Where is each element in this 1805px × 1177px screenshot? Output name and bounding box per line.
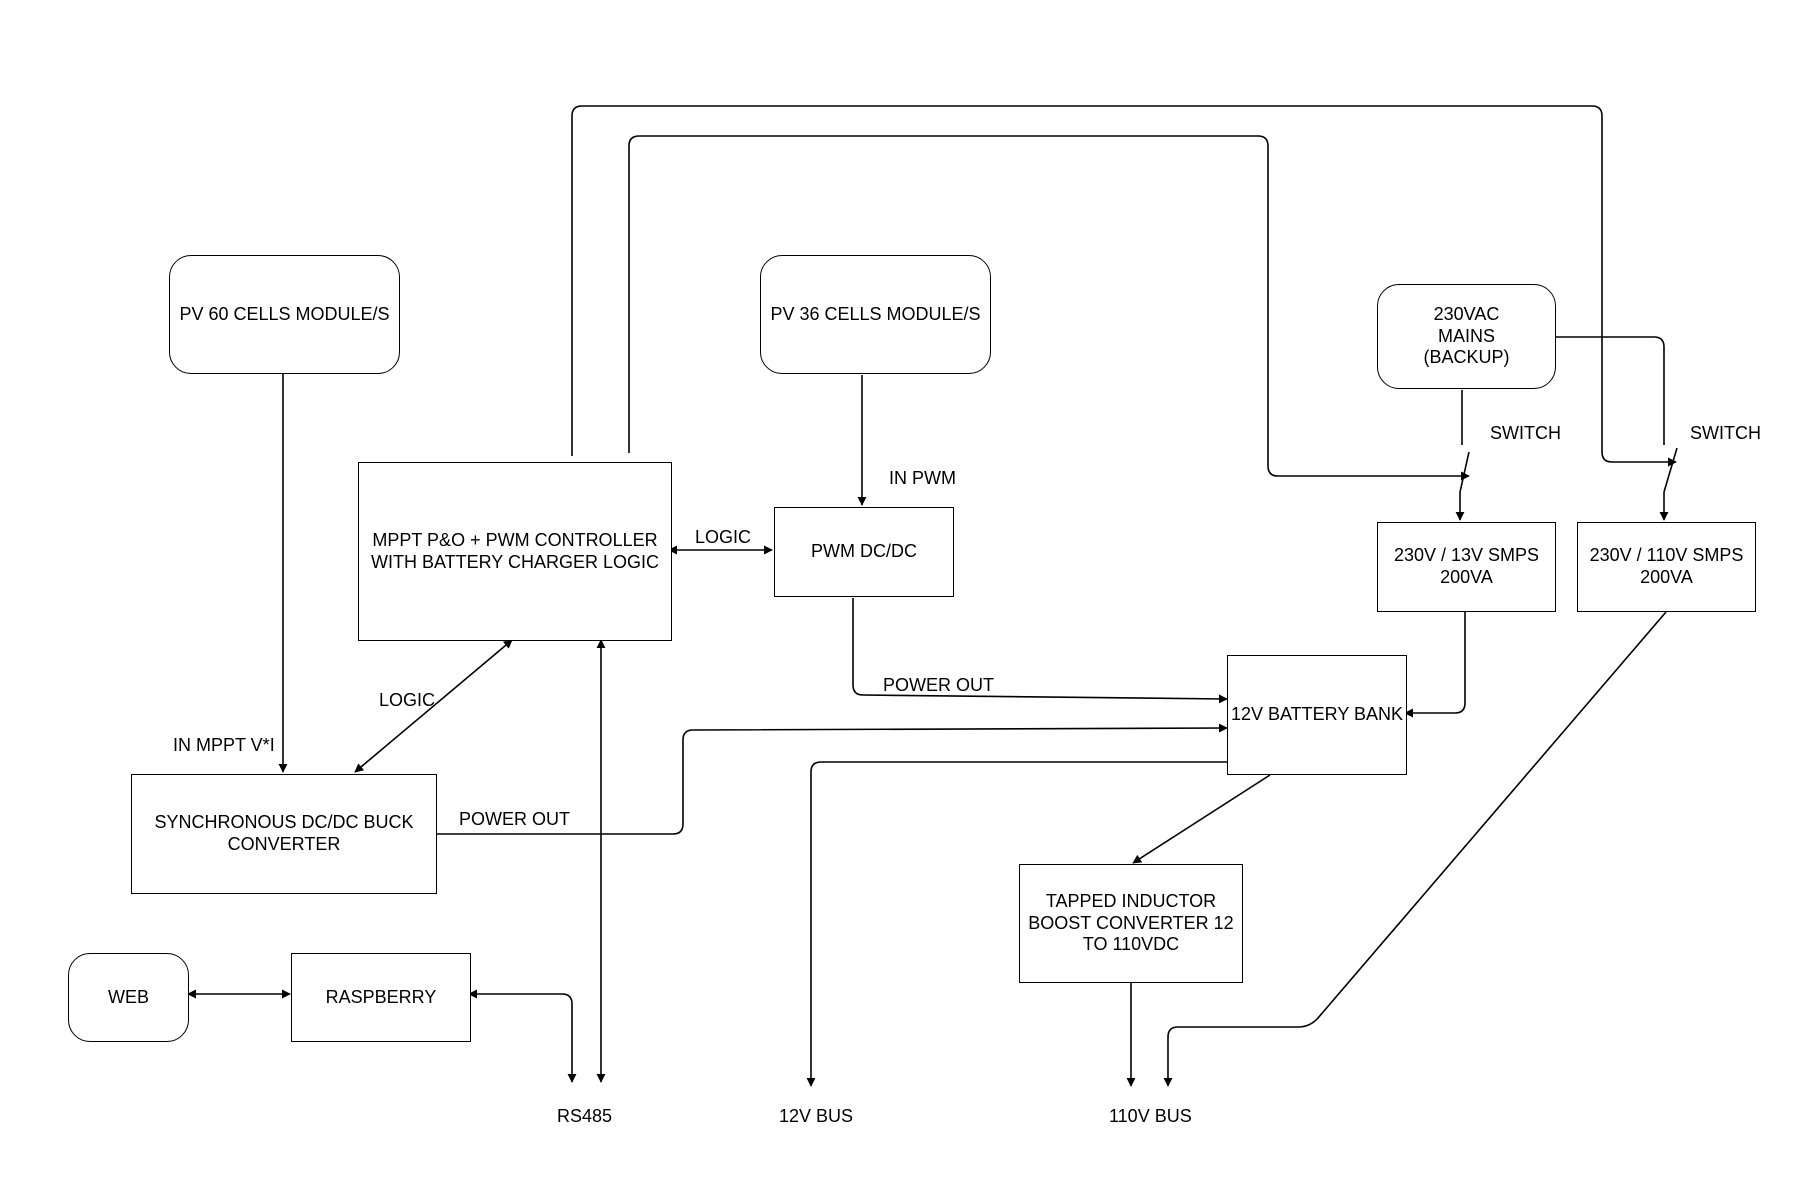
mppt-pwm-controller: MPPT P&O + PWM CONTROLLER WITH BATTERY C… bbox=[358, 462, 672, 641]
wire-mains-to-switch110 bbox=[1551, 336, 1665, 445]
wire-controller-to-switch13 bbox=[628, 135, 1470, 481]
wire-controller-to-switch110 bbox=[571, 105, 1677, 467]
label-rs485: RS485 bbox=[557, 1106, 613, 1126]
label-in-pwm: IN PWM bbox=[889, 468, 956, 488]
raspberry-block: RASPBERRY bbox=[291, 953, 471, 1042]
web-block: WEB bbox=[68, 953, 189, 1042]
label-switch-13: SWITCH bbox=[1490, 423, 1561, 443]
wire-smps110-to-110vbus bbox=[1163, 611, 1667, 1087]
smps-230v-110v: 230V / 110V SMPS 200VA bbox=[1577, 522, 1756, 612]
tapped-inductor-boost-converter: TAPPED INDUCTOR BOOST CONVERTER 12 TO 11… bbox=[1019, 864, 1243, 983]
switch-110-blade bbox=[1663, 447, 1678, 493]
wire-controller-buck-logic bbox=[354, 639, 513, 773]
label-logic-buck: LOGIC bbox=[379, 690, 436, 710]
wire-buck-to-battery bbox=[436, 723, 1228, 835]
label-switch-110: SWITCH bbox=[1690, 423, 1761, 443]
wire-raspberry-rs485 bbox=[468, 989, 577, 1083]
synchronous-buck-converter: SYNCHRONOUS DC/DC BUCK CONVERTER bbox=[131, 774, 437, 894]
label-logic-pwm: LOGIC bbox=[695, 527, 752, 547]
pv-36-cells-module: PV 36 CELLS MODULE/S bbox=[760, 255, 991, 374]
wire-smps13-to-battery bbox=[1404, 612, 1466, 718]
pwm-dc-dc: PWM DC/DC bbox=[774, 507, 954, 597]
label-power-out-pwm: POWER OUT bbox=[883, 675, 994, 695]
label-in-mppt: IN MPPT V*I bbox=[173, 735, 275, 755]
label-110v-bus: 110V BUS bbox=[1109, 1106, 1192, 1126]
switch-13-blade bbox=[1459, 451, 1470, 493]
smps-230v-13v: 230V / 13V SMPS 200VA bbox=[1377, 522, 1556, 612]
mains-backup: 230VAC MAINS (BACKUP) bbox=[1377, 284, 1556, 389]
label-12v-bus: 12V BUS bbox=[779, 1106, 854, 1126]
wire-battery-to-12vbus bbox=[806, 761, 1227, 1087]
wire-battery-to-boost bbox=[1132, 774, 1271, 864]
wire-pwm-to-battery bbox=[852, 598, 1228, 704]
battery-bank-12v: 12V BATTERY BANK bbox=[1227, 655, 1407, 775]
label-power-out-buck: POWER OUT bbox=[459, 809, 570, 829]
pv-60-cells-module: PV 60 CELLS MODULE/S bbox=[169, 255, 400, 374]
